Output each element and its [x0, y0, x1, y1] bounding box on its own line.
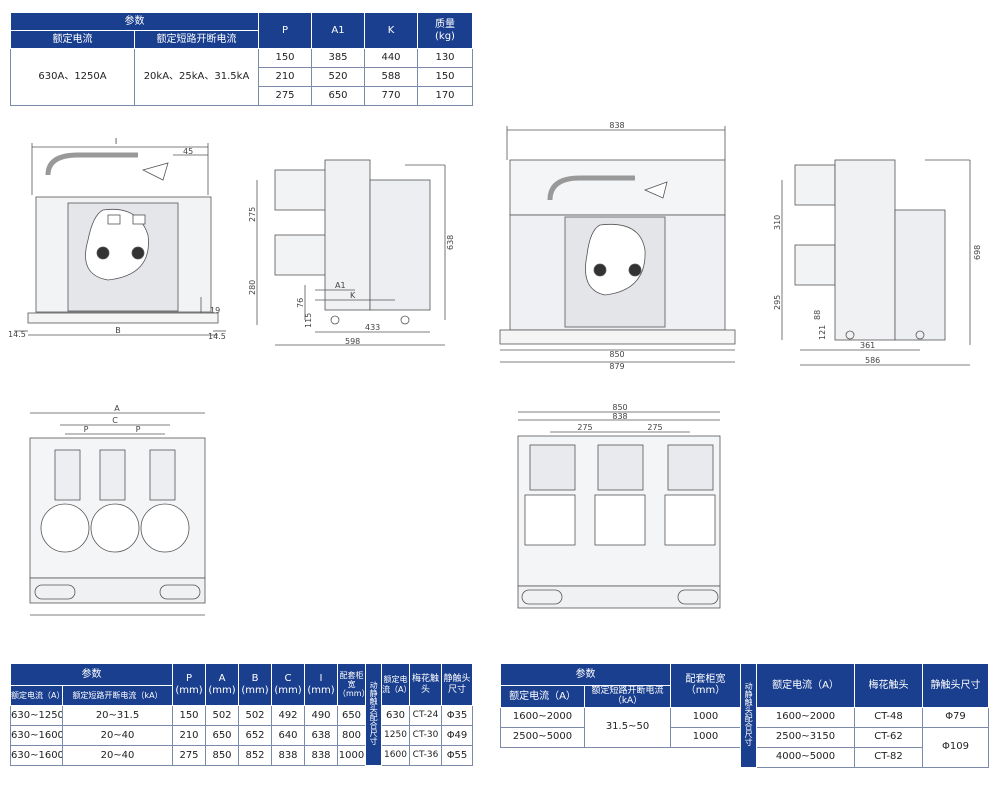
rated-current-header: 额定电流（A）	[10, 685, 63, 706]
dim-275-left: 275	[577, 423, 592, 432]
dim-598: 598	[345, 337, 360, 346]
table-row: 1600~2000 31.5~50 1000 1600~2000 CT-48 Φ…	[500, 706, 989, 748]
col-mass-header: 质量 (kg)	[417, 12, 473, 49]
dim-88: 88	[813, 310, 822, 320]
dim-45: 45	[183, 147, 193, 156]
cabinet-width-header: 配套柜宽（mm）	[670, 663, 741, 708]
dim-698: 698	[973, 245, 982, 260]
dim-k: K	[350, 291, 356, 300]
dim-879: 879	[609, 362, 624, 370]
cabinet-width-header: 配套柜宽（mm）	[337, 663, 366, 706]
col-a1-header: A1	[311, 12, 365, 49]
static-contact-header: 静触头尺寸	[441, 663, 473, 706]
p-header: P(mm)	[172, 663, 206, 706]
dim-850: 850	[609, 350, 624, 359]
rated-current-header: 额定电流（A）	[500, 685, 585, 708]
table-row: 630~1600 20~40 210 650 652 640 638 800 1…	[10, 725, 473, 746]
i-header: I(mm)	[304, 663, 338, 706]
contact-fit-header: 动静触头配合尺寸	[740, 663, 757, 768]
bottom-left-spec-table: 参数 P(mm) A(mm) B(mm) C(mm) I(mm) 配套柜宽（mm…	[10, 663, 473, 766]
table-row: 2500~5000 1000 2500~3150 CT-62 Φ109	[500, 726, 989, 768]
dim-275-right: 275	[647, 423, 662, 432]
table-row: 630~1250 20~31.5 150 502 502 492 490 650…	[10, 705, 473, 726]
dim-b: B	[115, 326, 121, 335]
dim-586: 586	[865, 356, 880, 365]
dim-310: 310	[773, 215, 782, 230]
bottom-right-spec-table: 参数 配套柜宽（mm） 动静触头配合尺寸 额定电流（A） 梅花触头 静触头尺寸 …	[500, 663, 989, 768]
table-row: 4000~5000 CT-82	[501, 746, 989, 768]
dim-850: 850	[612, 403, 627, 412]
table-row: 210 520 588 150	[11, 67, 473, 87]
col-p-header: P	[258, 12, 312, 49]
params-header: 参数	[10, 12, 259, 31]
rated-current-2-header: 额定电流（A）	[381, 663, 410, 706]
plum-contact-header: 梅花触头	[409, 663, 442, 706]
col-k-header: K	[364, 12, 418, 49]
dim-76: 76	[296, 298, 305, 308]
table-row: 275 650 770 170	[11, 86, 473, 106]
dim-295: 295	[773, 295, 782, 310]
dim-115: 115	[304, 313, 313, 328]
top-spec-table: 参数 P A1 K 质量 (kg) 额定电流 额定短路开断电流 630A、125…	[10, 12, 473, 106]
contact-fit-header: 动静触头配合尺寸	[365, 663, 382, 766]
current-value: 630A、1250A	[10, 48, 135, 106]
side-view-drawing-small: 275 280 76 115 638 A1 K 433 598	[248, 159, 455, 346]
static-contact-header: 静触头尺寸	[922, 663, 989, 708]
dim-275: 275	[248, 207, 257, 222]
dim-838: 838	[609, 121, 624, 130]
dim-14-5-right: 14.5	[208, 332, 226, 341]
a-header: A(mm)	[205, 663, 239, 706]
rated-breaking-header: 额定短路开断电流（kA）	[584, 685, 671, 708]
dim-i: I	[115, 137, 117, 146]
dim-19: 19	[210, 306, 220, 315]
params-header: 参数	[10, 663, 173, 686]
front-view-drawing-small: I 45 B 14.5 14.5 19	[8, 137, 226, 341]
dim-p-2: P	[136, 425, 141, 434]
dim-c: C	[112, 416, 118, 425]
rated-breaking-header: 额定短路开断电流	[134, 30, 259, 49]
table-row: 630A、1250A 20kA、25kA、31.5kA 150 385 440 …	[10, 48, 473, 106]
dim-121: 121	[818, 325, 827, 340]
dim-14-5-left: 14.5	[8, 330, 26, 339]
dim-p-1: P	[84, 425, 89, 434]
dim-a1: A1	[335, 281, 346, 290]
b-header: B(mm)	[238, 663, 272, 706]
c-header: C(mm)	[271, 663, 305, 706]
dim-838: 838	[612, 412, 627, 421]
dim-280: 280	[248, 280, 257, 295]
params-header: 参数	[500, 663, 671, 686]
top-view-drawing-small: A C P P	[29, 404, 206, 616]
dim-638: 638	[446, 235, 455, 250]
dim-361: 361	[860, 341, 875, 350]
rated-breaking-header: 额定短路开断电流（kA）	[62, 685, 173, 706]
top-view-drawing-large: 850 838 275 275	[517, 403, 721, 609]
plum-contact-header: 梅花触头	[854, 663, 923, 708]
dim-433: 433	[365, 323, 380, 332]
breaking-value: 20kA、25kA、31.5kA	[134, 48, 259, 106]
side-view-drawing-large: 310 295 88 121 698 361 586	[773, 159, 982, 366]
table-row: 630~1600 20~40 275 850 852 838 838 1000 …	[10, 745, 473, 766]
rated-current-header: 额定电流	[10, 30, 135, 49]
rated-current-2-header: 额定电流（A）	[756, 663, 855, 708]
front-view-drawing-large: 838 850 879	[499, 121, 736, 370]
dim-a: A	[114, 404, 120, 413]
